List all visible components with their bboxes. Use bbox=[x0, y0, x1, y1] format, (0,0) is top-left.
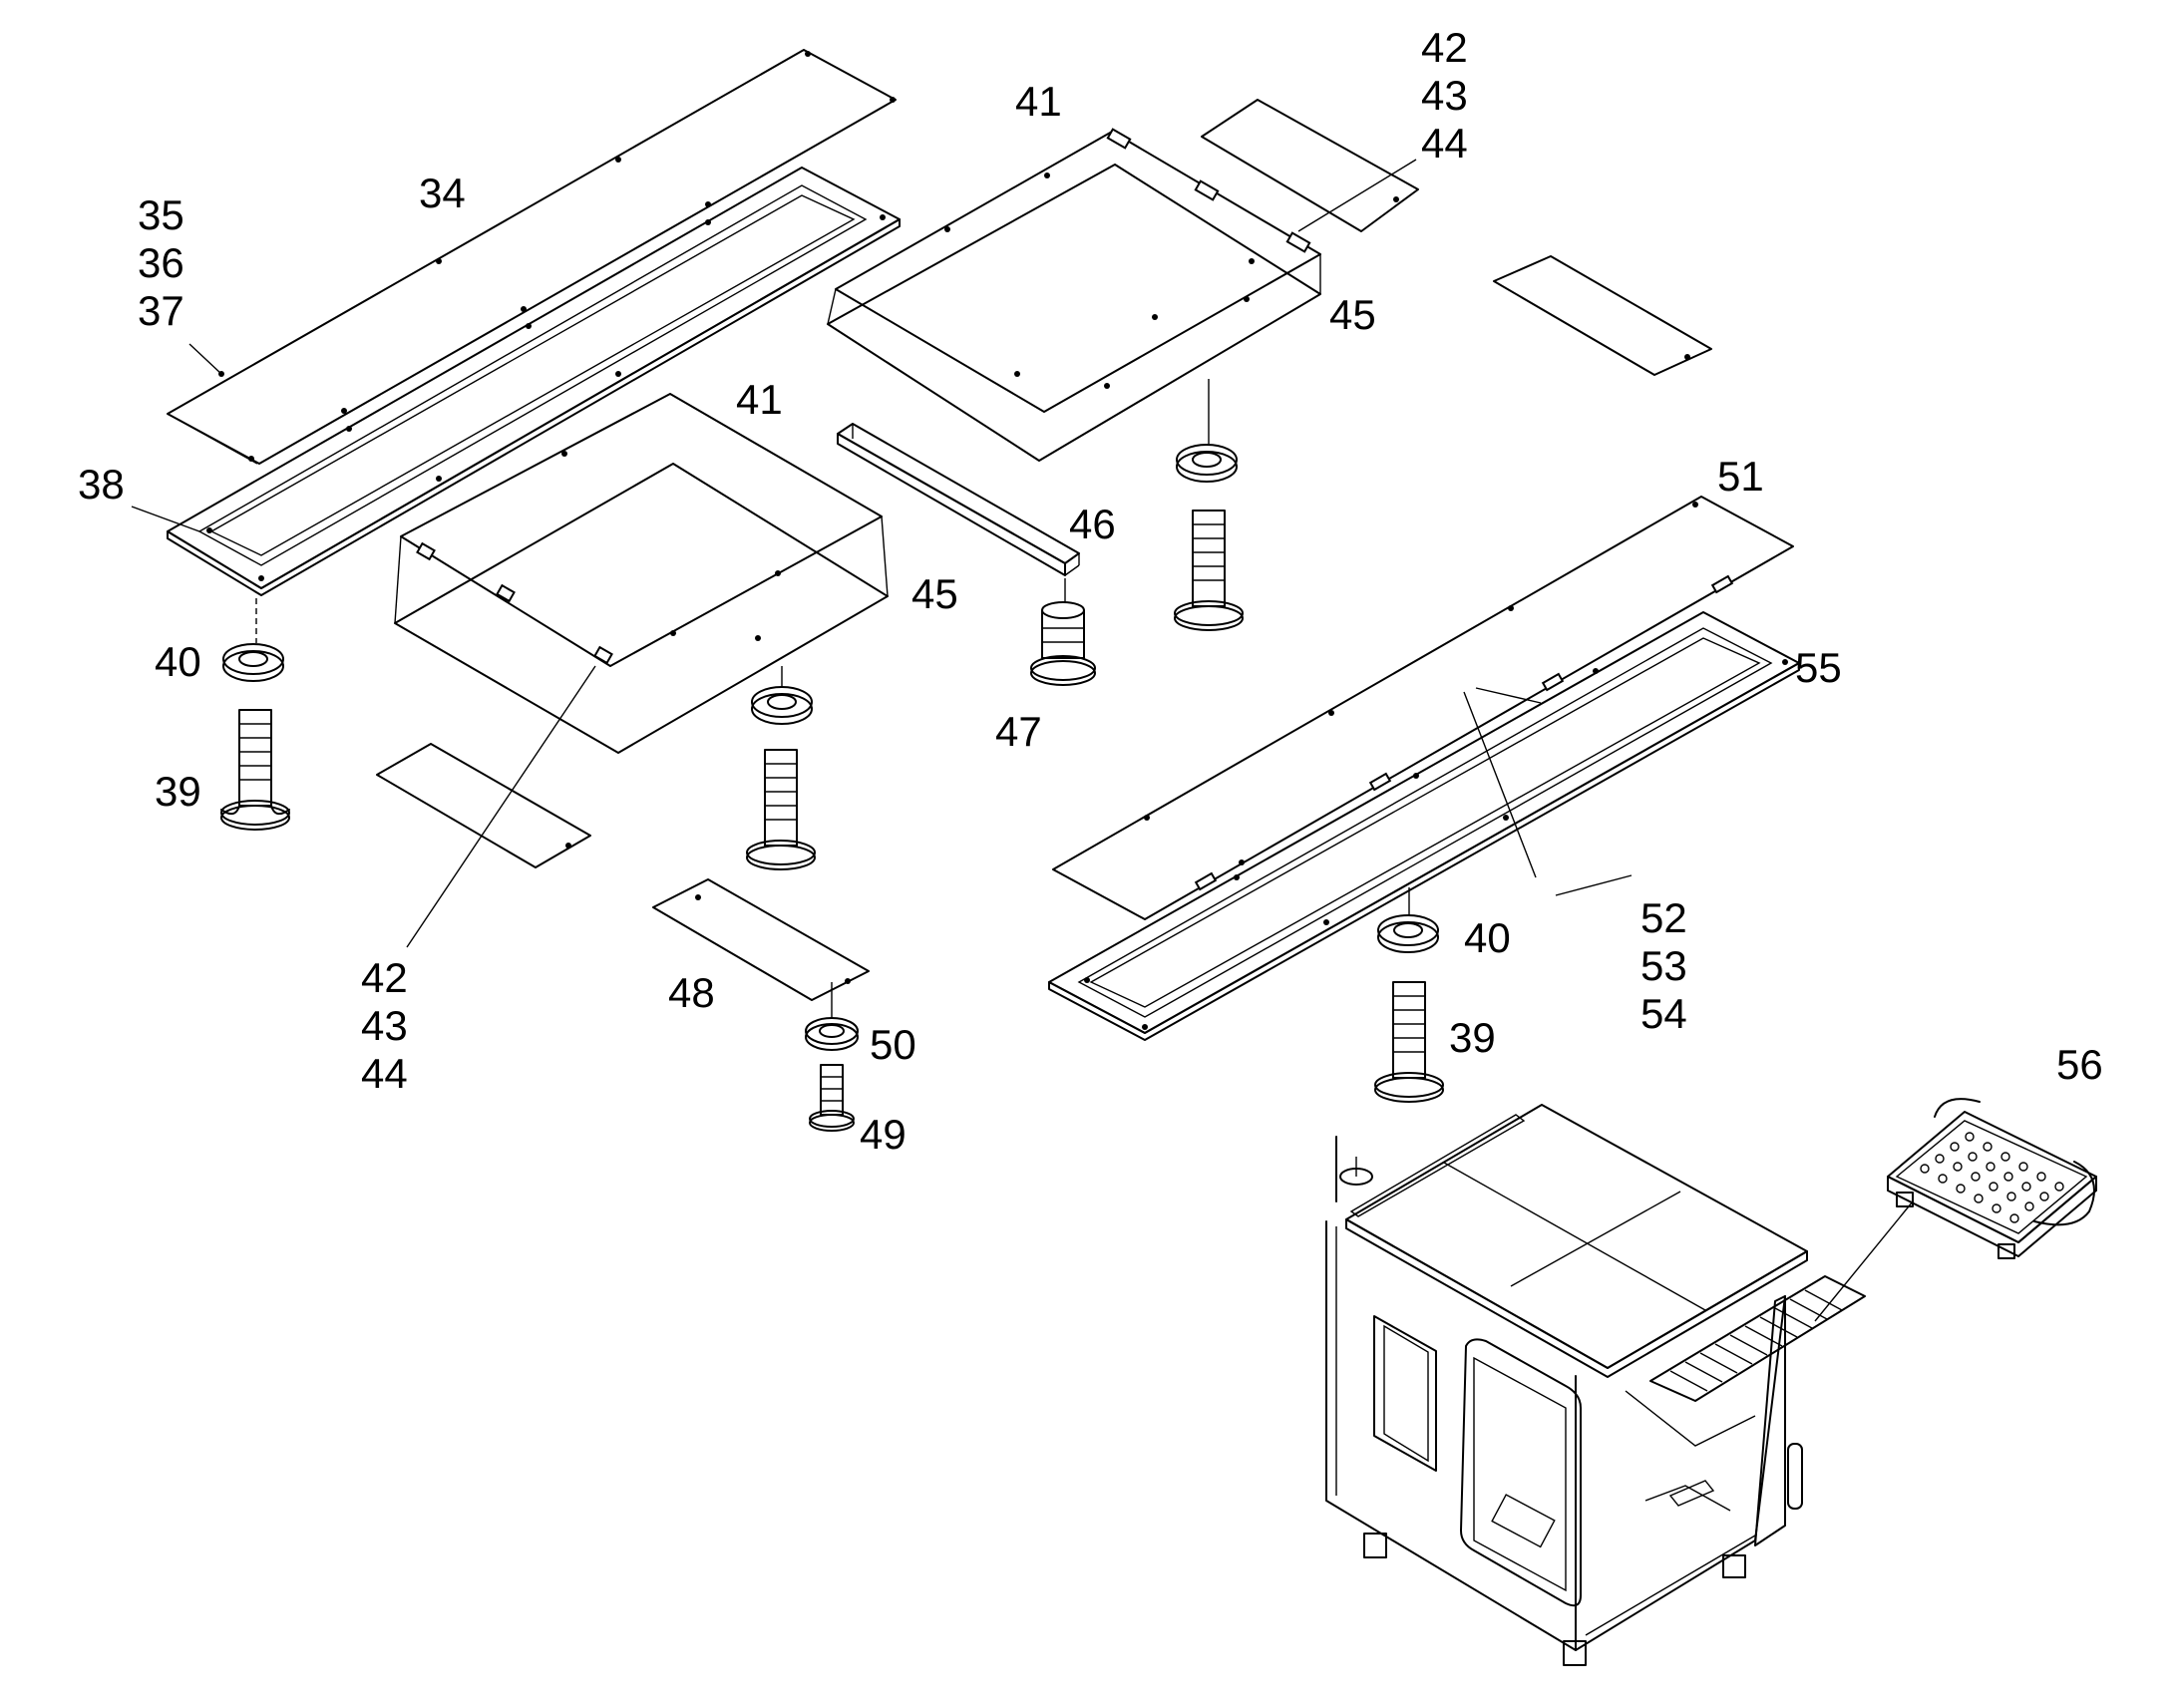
bolt-39-mid bbox=[746, 749, 816, 870]
pad-holes bbox=[1920, 1132, 2064, 1223]
label-40-left: 40 bbox=[155, 638, 201, 685]
label-47: 47 bbox=[995, 708, 1042, 755]
label-46: 46 bbox=[1069, 501, 1116, 547]
label-43-bottom: 43 bbox=[361, 1002, 408, 1049]
part-48-plate bbox=[652, 878, 870, 1001]
label-38: 38 bbox=[78, 461, 125, 508]
label-37: 37 bbox=[138, 287, 184, 334]
part-41-upper-plate bbox=[827, 128, 1321, 462]
washer-40-right bbox=[1377, 914, 1439, 953]
label-39-right: 39 bbox=[1449, 1014, 1496, 1061]
callout-labels: 34 35 36 37 38 40 39 41 41 42 43 44 45 4… bbox=[78, 24, 2103, 1158]
part-51-long-plate bbox=[1052, 496, 1794, 920]
label-54: 54 bbox=[1640, 990, 1687, 1037]
label-42-top: 42 bbox=[1421, 24, 1468, 71]
bolt-39-left bbox=[220, 709, 290, 831]
label-36: 36 bbox=[138, 239, 184, 286]
label-41-top: 41 bbox=[1015, 78, 1062, 125]
bolt-39-right bbox=[1374, 981, 1444, 1103]
label-34: 34 bbox=[419, 170, 466, 216]
label-45-top: 45 bbox=[1329, 291, 1376, 338]
label-51: 51 bbox=[1717, 453, 1764, 500]
label-56: 56 bbox=[2056, 1041, 2103, 1088]
label-52: 52 bbox=[1640, 894, 1687, 941]
part-34-long-plate bbox=[167, 49, 897, 465]
cabin-assembly bbox=[1325, 1104, 1866, 1666]
label-44-bottom: 44 bbox=[361, 1050, 408, 1097]
label-41-lower: 41 bbox=[736, 376, 783, 423]
part-small-plate-right bbox=[1493, 255, 1712, 376]
part-41-lower-plate bbox=[394, 393, 889, 754]
label-48: 48 bbox=[668, 969, 715, 1016]
label-49: 49 bbox=[860, 1111, 907, 1158]
leader-lines bbox=[131, 159, 1914, 1322]
visor-slats bbox=[1669, 1289, 1843, 1392]
label-53: 53 bbox=[1640, 942, 1687, 989]
label-55: 55 bbox=[1795, 644, 1842, 691]
label-44-top: 44 bbox=[1421, 120, 1468, 167]
label-45-lower: 45 bbox=[911, 570, 958, 617]
washer-mid bbox=[751, 686, 813, 725]
bolt-39-upper bbox=[1174, 510, 1244, 631]
part-56-perforated-pad bbox=[1887, 1098, 2097, 1259]
part-47-cap bbox=[1030, 601, 1096, 686]
washer-40-left bbox=[222, 643, 284, 682]
label-39-left: 39 bbox=[155, 768, 201, 815]
label-40-right: 40 bbox=[1464, 914, 1511, 961]
part-small-plate-left bbox=[376, 743, 591, 868]
assembly-lines bbox=[255, 379, 1410, 1019]
part-49-small-bolt bbox=[809, 1064, 855, 1132]
part-38-long-frame bbox=[167, 167, 901, 596]
washer-50 bbox=[805, 1017, 859, 1051]
part-46-bracket bbox=[837, 423, 1080, 576]
part-55-long-frame bbox=[1048, 611, 1800, 1041]
washer-upper-right bbox=[1176, 444, 1238, 483]
label-42-bottom: 42 bbox=[361, 954, 408, 1001]
label-50: 50 bbox=[870, 1021, 916, 1068]
part-small-plate-top bbox=[1201, 99, 1419, 232]
label-43-top: 43 bbox=[1421, 72, 1468, 119]
label-35: 35 bbox=[138, 191, 184, 238]
